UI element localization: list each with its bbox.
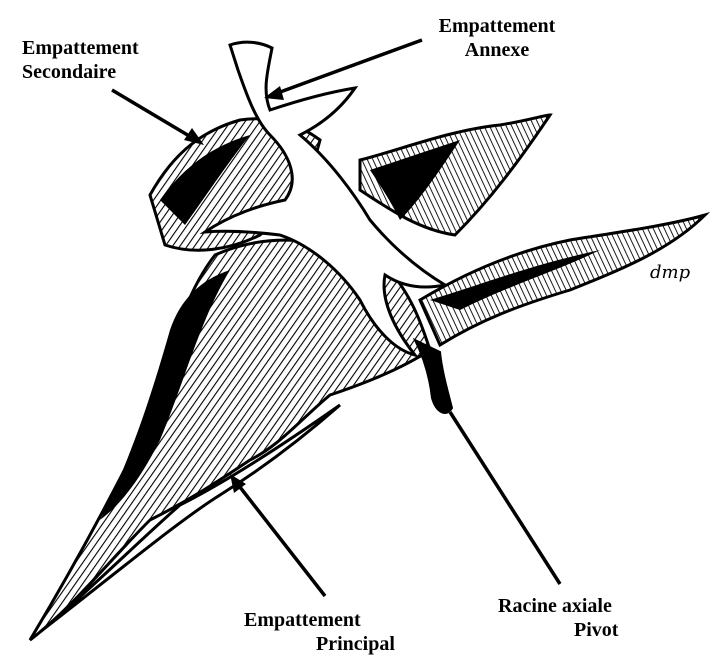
label-racine-line2: Pivot — [498, 618, 618, 642]
arrow-secondaire — [112, 90, 204, 145]
label-secondaire-line1: Empattement — [22, 36, 139, 60]
label-secondaire-line2: Secondaire — [22, 60, 139, 84]
taproot-pivot — [415, 340, 452, 413]
label-annexe-line2: Annexe — [422, 38, 572, 62]
artist-signature: dmp — [650, 262, 690, 283]
label-racine-line1: Racine axiale — [498, 594, 618, 618]
arrow-principal — [230, 474, 325, 596]
label-secondaire: Empattement Secondaire — [22, 36, 139, 84]
label-annexe: Empattement Annexe — [422, 14, 572, 62]
label-principal: Empattement Principal — [244, 608, 395, 656]
label-principal-line1: Empattement — [244, 608, 395, 632]
label-principal-line2: Principal — [244, 632, 395, 656]
arrow-racine — [450, 412, 560, 584]
label-annexe-line1: Empattement — [422, 14, 572, 38]
label-racine: Racine axiale Pivot — [498, 594, 618, 642]
